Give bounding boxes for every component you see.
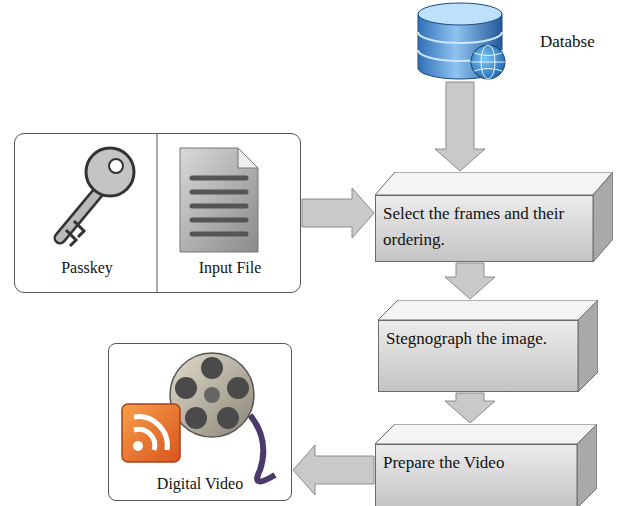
icon-panel: Digital Video bbox=[108, 343, 292, 501]
icon-caption: Input File bbox=[165, 258, 295, 279]
process-box: Prepare the Video bbox=[375, 424, 597, 506]
block-arrow bbox=[293, 445, 374, 495]
process-box: Stegnograph the image. bbox=[378, 300, 598, 392]
database-node: Databse bbox=[418, 3, 502, 81]
key-icon bbox=[60, 148, 134, 246]
document-icon bbox=[180, 148, 258, 252]
box-label: Stegnograph the image. bbox=[386, 326, 572, 352]
box-label: Prepare the Video bbox=[383, 450, 571, 476]
process-box: Select the frames and their ordering. bbox=[375, 172, 613, 262]
block-arrow bbox=[445, 263, 495, 299]
database-label: Databse bbox=[540, 31, 618, 53]
block-arrow bbox=[445, 393, 495, 423]
rss-icon bbox=[122, 404, 180, 462]
icon-caption: Digital Video bbox=[111, 474, 289, 495]
block-arrow bbox=[435, 82, 485, 171]
panel-divider bbox=[157, 134, 158, 292]
database-icon bbox=[418, 3, 505, 79]
block-arrow bbox=[302, 188, 374, 238]
icon-panel: Passkey Input File bbox=[14, 133, 301, 293]
film-reel-icon bbox=[170, 353, 275, 481]
box-label: Select the frames and their ordering. bbox=[383, 201, 587, 252]
icon-caption: Passkey bbox=[23, 258, 151, 279]
